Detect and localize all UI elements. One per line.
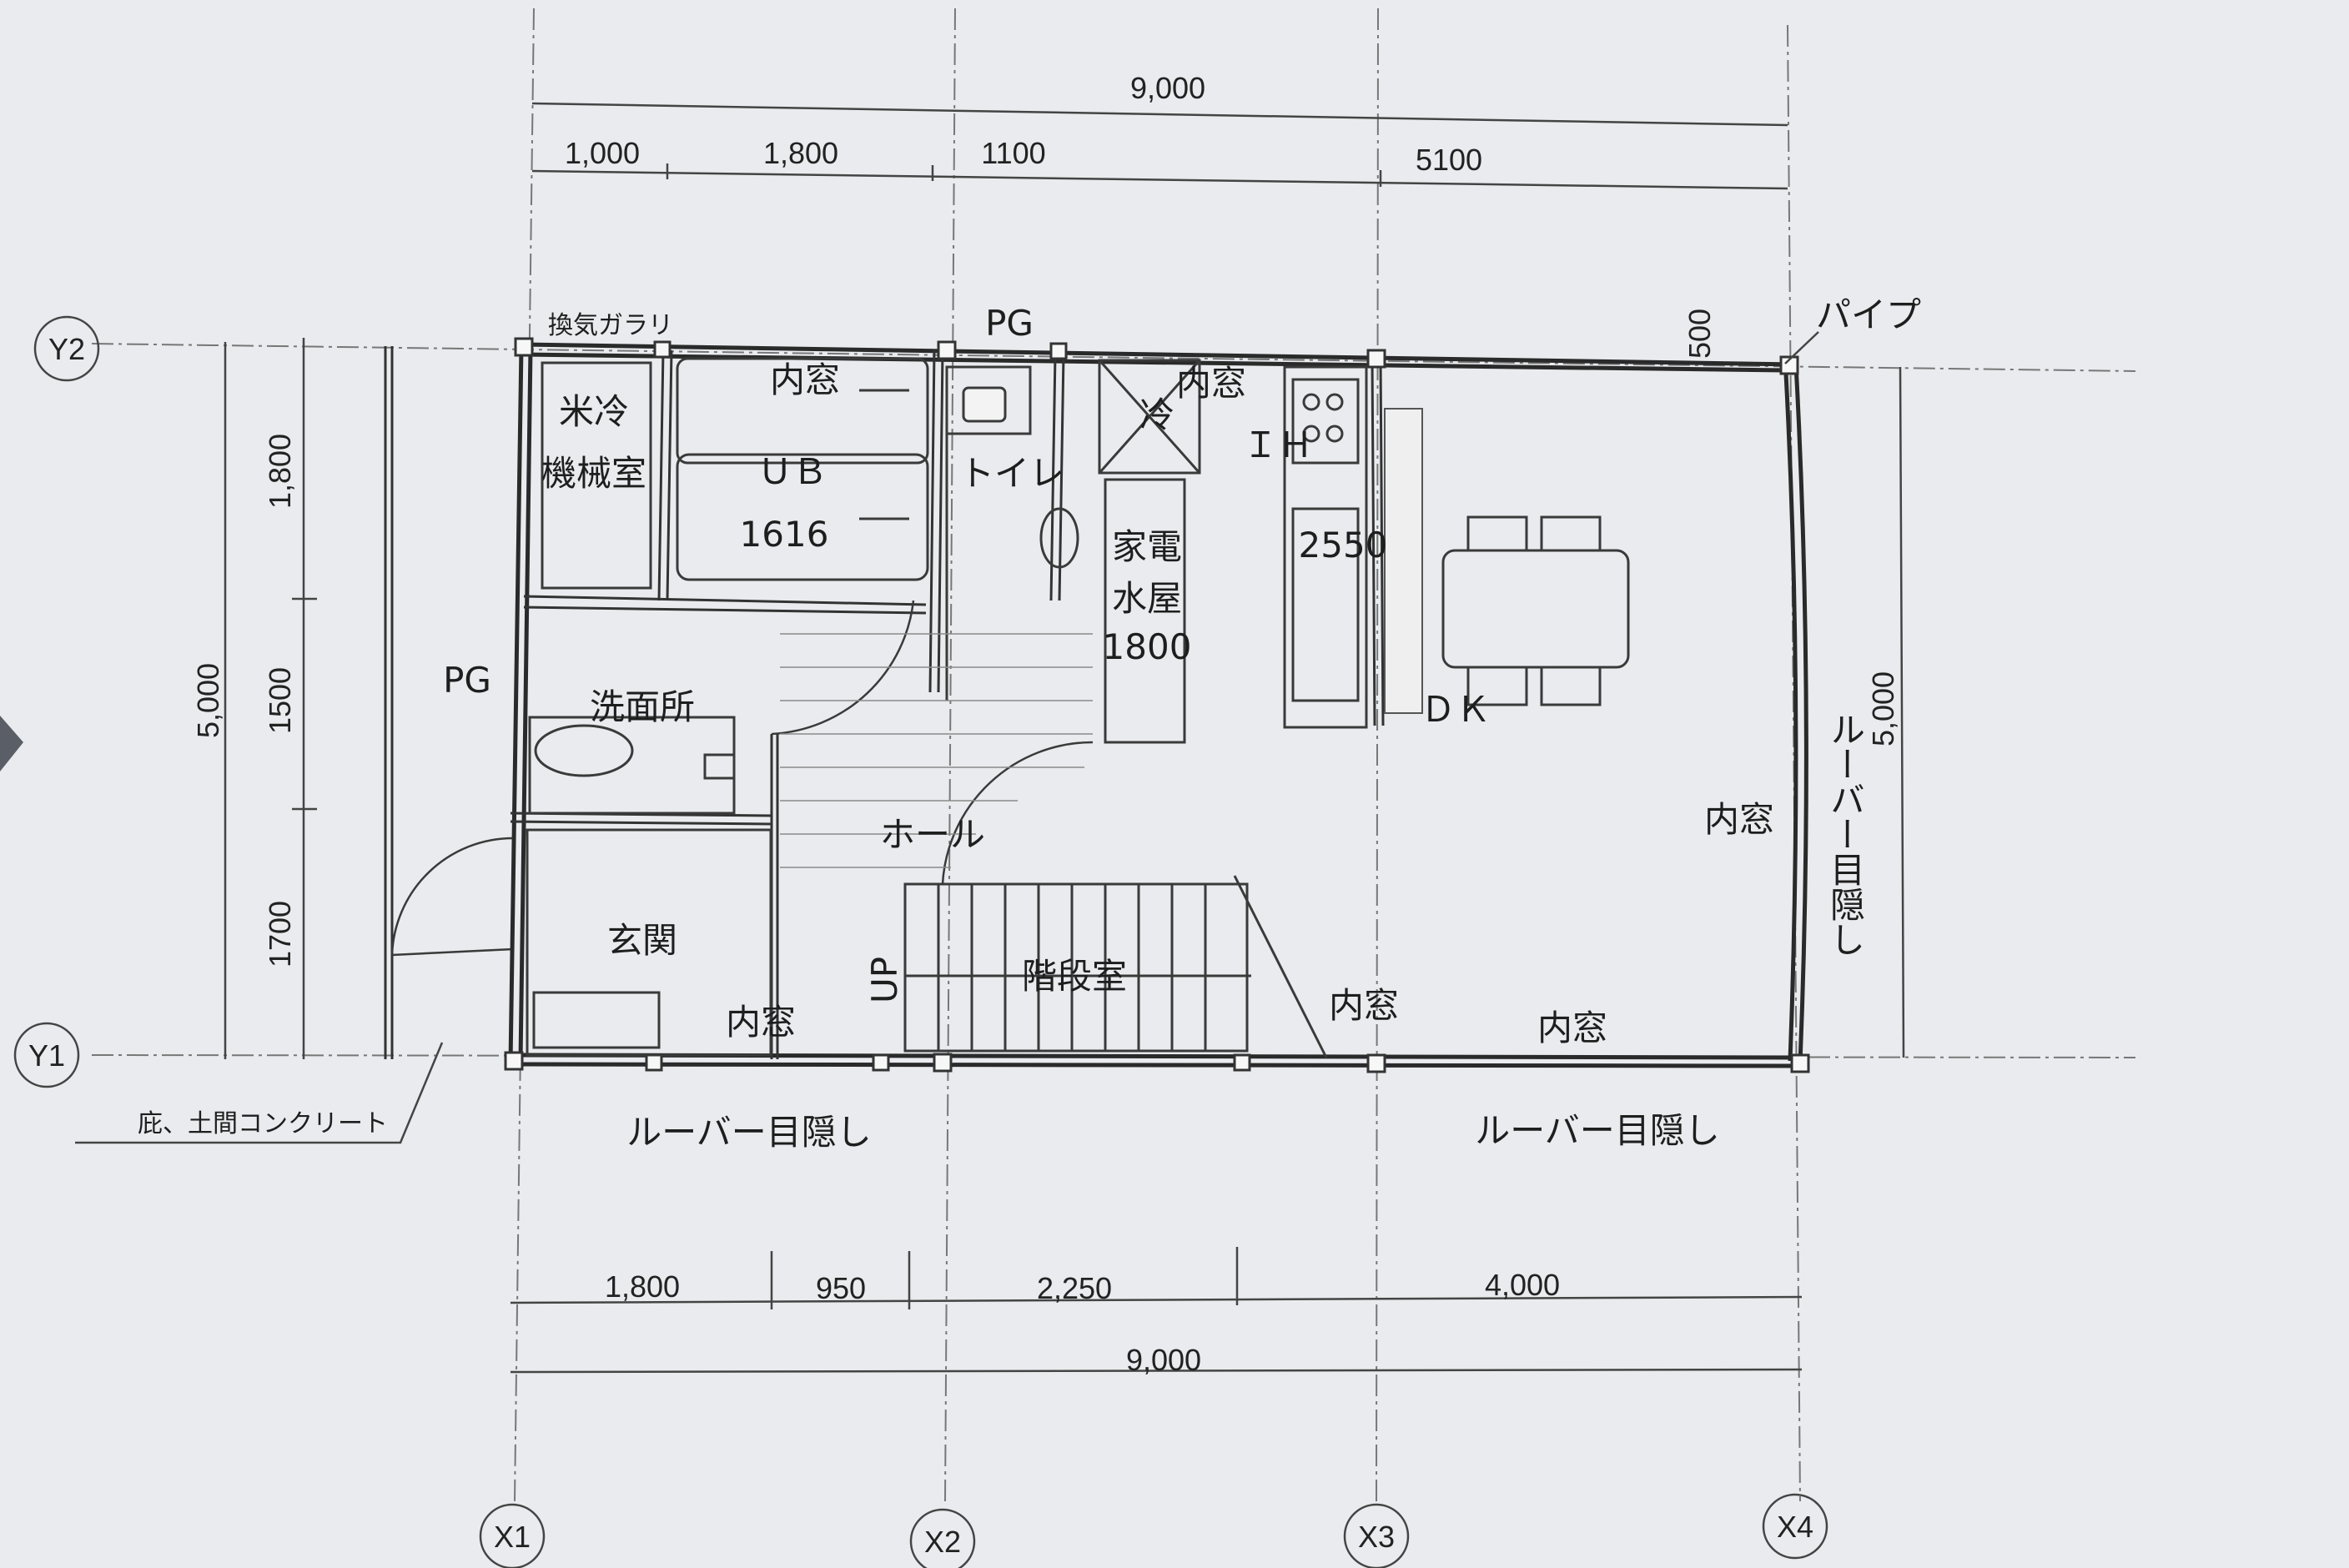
right-dimensions: 5,000 [1866,366,1905,1058]
axis-x4-label: X4 [1777,1510,1813,1544]
axis-x3-label: X3 [1358,1520,1395,1554]
entrance-bench [532,991,661,1049]
room-dk-label: ＤＫ [1421,689,1491,730]
kitchen-counter [1283,365,1368,729]
louver-bottom-left: ルーバー目隠し [626,1112,872,1153]
dim-upper-right: 500 [1683,309,1717,359]
dim-bottom-1: 1,800 [605,1269,680,1304]
hall-floor-hatch [780,633,1093,868]
mech-room-box [541,361,652,590]
dim-top-total: 9,000 [1130,71,1205,105]
axis-bubble-x4: X4 [1762,1493,1828,1560]
inner-window-ub: 内窓 [770,359,840,400]
fridge-label: 冷 [1139,395,1174,435]
room-toilet-label: トイレ [959,453,1064,494]
pg-top-label: PG [985,303,1034,344]
toilet-fixture [945,365,1079,701]
inner-window-dk-bottom: 内窓 [1537,1008,1607,1048]
inner-window-kitchen: 内窓 [1176,363,1246,404]
vent-label: 換気ガラリ [548,311,673,340]
appliance-label-2: 水屋 [1112,578,1182,619]
dim-left-2: 1500 [263,667,297,734]
appliance-label-1: 家電 [1112,526,1182,567]
ih-label: ＩＨ [1243,425,1313,465]
wash-basin [528,716,736,815]
stair-up-label: UP [864,957,905,1003]
eaves-label: 庇、土間コンクリート [138,1109,388,1138]
dim-bottom-2: 950 [816,1271,866,1305]
eaves-area [384,346,514,1059]
pg-left-label: PG [443,660,491,701]
room-washroom-label: 洗面所 [590,686,695,727]
room-mech-label-1: 米冷 [559,391,629,432]
outer-walls [508,342,1808,1068]
dining-table [1441,515,1630,706]
inner-window-entrance: 内窓 [726,1002,796,1043]
inner-window-dk-right: 内窓 [1704,799,1774,840]
room-ub-label-1: ＵＢ [757,451,827,492]
fridge-box [1098,359,1201,475]
inner-window-stair: 内窓 [1329,985,1399,1026]
louver-bottom-right: ルーバー目隠し [1475,1110,1720,1151]
dim-top-3: 1100 [981,136,1045,170]
pipe-label: パイプ [1816,294,1921,335]
axis-x1-label: X1 [494,1520,531,1554]
room-entrance-label: 玄関 [607,920,677,961]
dim-left-1: 1,800 [263,434,297,509]
appliance-cabinet [1104,478,1186,744]
top-dimensions: 9,000 1,000 1,800 1100 5100 500 [531,71,1788,359]
staircase [903,875,1328,1058]
left-dimensions: 5,000 1,800 1500 1700 [191,338,317,1059]
dim-top-4: 5100 [1416,143,1482,177]
axis-bubble-y2: Y2 [33,315,100,382]
axis-bubble-x1: X1 [479,1503,546,1568]
dim-top-1: 1,000 [565,136,640,170]
wood-wall-panel [1384,408,1423,714]
hall-door-swing [771,600,1094,885]
bottom-dimensions: 1,800 950 2,250 4,000 9,000 [510,1247,1803,1377]
dim-bottom-total: 9,000 [1126,1343,1201,1377]
eaves-leader [75,1042,444,1144]
entrance-tiles [526,828,772,1057]
axis-y2-label: Y2 [48,332,85,366]
bathtub [676,357,929,581]
dim-left-total: 5,000 [191,663,225,738]
louver-right: ルーバー目隠し [1825,711,1866,957]
axis-bubble-x3: X3 [1343,1503,1410,1568]
axis-x2-label: X2 [924,1525,961,1559]
room-stair-label: 階段室 [1022,956,1127,997]
appliance-label-3: 1800 [1103,626,1192,667]
room-mech-label-2: 機械室 [541,453,646,494]
pipe-leader [1784,331,1819,364]
counter-label: 2550 [1299,525,1388,565]
room-hall-label: ホール [880,814,985,855]
axis-bubble-x2: X2 [909,1508,976,1568]
dim-top-2: 1,800 [763,136,838,170]
dim-left-3: 1700 [263,901,297,967]
dim-bottom-3: 2,250 [1037,1271,1112,1305]
axis-bubble-y1: Y1 [13,1022,80,1088]
dim-bottom-4: 4,000 [1485,1268,1560,1302]
axis-y1-label: Y1 [28,1038,65,1073]
page-edge-arrow [0,716,23,771]
dim-right-total: 5,000 [1866,671,1900,746]
room-ub-label-2: 1616 [740,514,829,555]
columns [504,337,1810,1073]
